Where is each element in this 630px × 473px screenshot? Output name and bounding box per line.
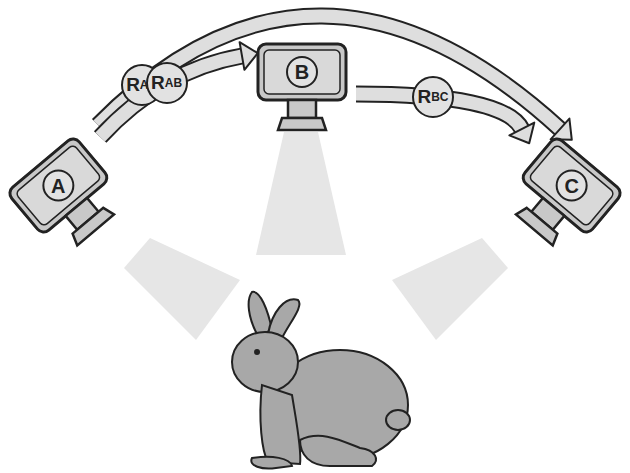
camera-letter: C: [556, 170, 588, 202]
pose-arrow: [98, 16, 572, 140]
view-frustum: [124, 238, 240, 340]
camera-letter: A: [42, 170, 74, 202]
bunny-figure: [232, 292, 410, 469]
pose-arrow: [100, 42, 258, 137]
rotation-label: RBC: [412, 76, 454, 118]
bunny-eye: [254, 349, 260, 355]
camera: C: [498, 133, 626, 261]
view-frustum: [256, 132, 346, 255]
camera-letter: B: [286, 56, 318, 88]
view-frustum: [392, 238, 508, 340]
camera: B: [256, 42, 348, 132]
camera: A: [4, 133, 132, 261]
rotation-label: RAB: [146, 62, 188, 104]
